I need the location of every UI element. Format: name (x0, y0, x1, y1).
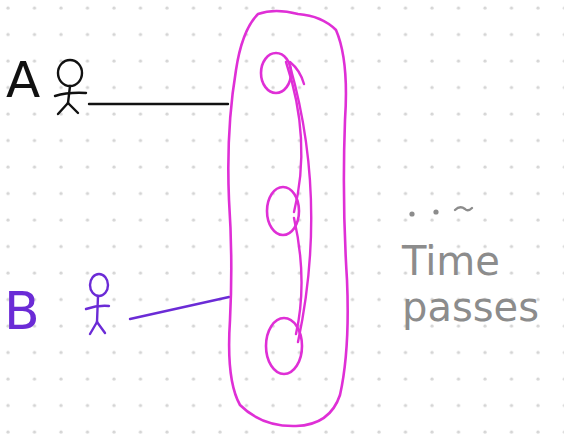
stick-figure (86, 274, 109, 334)
note-text: Time passes (402, 238, 552, 330)
ellipsis-marks (409, 207, 472, 216)
state-circles (261, 53, 302, 374)
state-blob (228, 11, 347, 426)
transition-curve (290, 62, 304, 84)
person-label: A (6, 52, 66, 110)
transition-curve (290, 66, 311, 342)
leader-line (89, 103, 228, 105)
stick-figure (55, 60, 86, 114)
person-label: B (4, 282, 64, 342)
transition-curves (286, 62, 311, 342)
leader-line (130, 297, 229, 319)
state-circle (261, 53, 291, 93)
transition-curve (294, 218, 302, 334)
